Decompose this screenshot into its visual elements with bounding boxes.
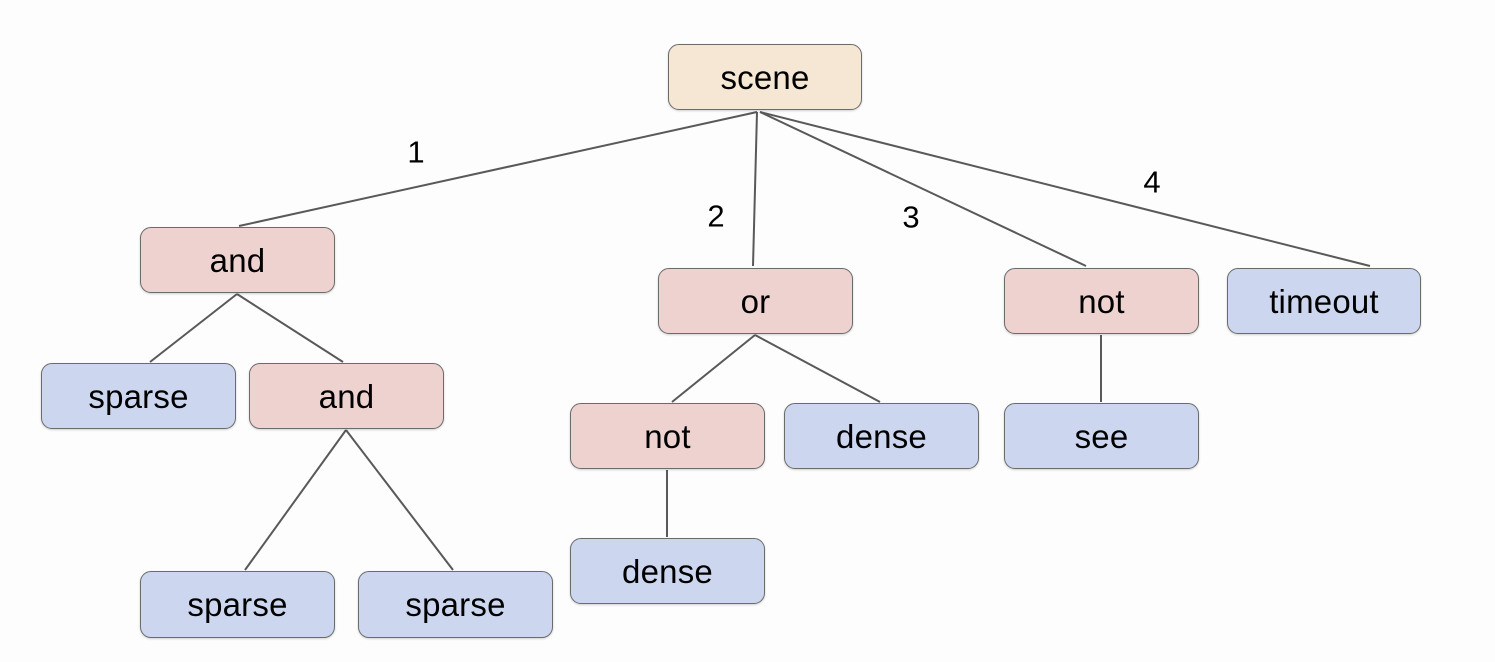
node-label-dense2: dense — [622, 552, 713, 590]
edge-or1-to-dense1 — [754, 334, 881, 403]
edge-label-4: 4 — [1143, 164, 1161, 200]
node-not1[interactable]: not — [570, 403, 765, 469]
edge-label-2: 2 — [707, 198, 725, 234]
node-and1[interactable]: and — [140, 227, 335, 293]
edge-and1-to-sparse1 — [149, 293, 238, 363]
node-and2[interactable]: and — [249, 363, 444, 429]
node-label-or1: or — [740, 282, 771, 320]
edge-scene-to-not2 — [759, 111, 1087, 267]
edge-label-1: 1 — [407, 134, 425, 170]
node-label-and1: and — [209, 241, 266, 279]
node-label-scene: scene — [720, 58, 810, 96]
node-sparse3[interactable]: sparse — [358, 571, 553, 638]
node-label-sparse1: sparse — [88, 377, 189, 415]
edge-and1-to-and2 — [236, 293, 344, 363]
node-sparse1[interactable]: sparse — [41, 363, 236, 429]
node-dense1[interactable]: dense — [784, 403, 979, 469]
node-dense2[interactable]: dense — [570, 538, 765, 604]
node-timeout1[interactable]: timeout — [1227, 268, 1421, 334]
node-label-timeout1: timeout — [1269, 282, 1379, 320]
edge-label-3: 3 — [902, 199, 920, 235]
edge-scene-to-timeout1 — [759, 111, 1371, 267]
node-see1[interactable]: see — [1004, 403, 1199, 469]
node-scene[interactable]: scene — [668, 44, 862, 110]
edge-scene-to-and1 — [238, 111, 758, 227]
edge-or1-to-not1 — [671, 334, 756, 403]
node-label-dense1: dense — [836, 417, 927, 455]
node-sparse2[interactable]: sparse — [140, 571, 335, 638]
edge-and2-to-sparse3 — [345, 429, 454, 571]
node-label-see1: see — [1074, 417, 1129, 455]
node-label-not2: not — [1078, 282, 1125, 320]
node-label-and2: and — [318, 377, 375, 415]
node-label-sparse3: sparse — [405, 586, 506, 623]
node-or1[interactable]: or — [658, 268, 853, 334]
node-label-sparse2: sparse — [187, 586, 288, 623]
edge-scene-to-or1 — [752, 111, 758, 267]
edge-and2-to-sparse2 — [244, 429, 347, 571]
node-not2[interactable]: not — [1004, 268, 1199, 334]
node-label-not1: not — [644, 417, 691, 455]
